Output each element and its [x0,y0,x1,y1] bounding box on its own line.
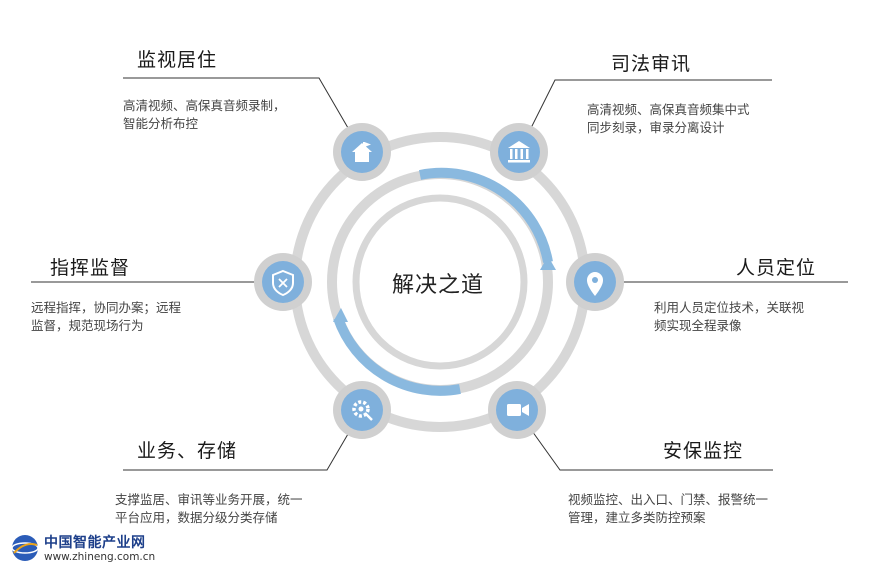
shield-icon [272,269,294,297]
desc-command: 远程指挥，协同办案；远程 监督，规范现场行为 [31,299,181,335]
node-judicial[interactable] [490,123,548,181]
gear-wrench-icon [352,400,373,421]
title-command: 指挥监督 [50,257,131,279]
node-security[interactable] [488,381,546,439]
house-flag-icon [352,142,372,162]
site-logo[interactable]: 中国智能产业网 www.zhineng.com.cn [10,530,170,568]
title-surveillance: 监视居住 [137,49,218,71]
desc-line: 管理，建立多类防控预案 [568,510,706,525]
arc-arrowhead-right [540,256,556,270]
title-security: 安保监控 [663,440,744,462]
desc-positioning: 利用人员定位技术，关联视 频实现全程录像 [654,299,804,335]
courthouse-icon [508,141,530,163]
desc-line: 高清视频、高保真音频集中式 [587,102,750,117]
title-storage: 业务、存储 [137,440,238,462]
desc-line: 监督，规范现场行为 [31,318,144,333]
node-positioning[interactable] [566,253,624,311]
node-storage[interactable] [333,381,391,439]
desc-security: 视频监控、出入口、门禁、报警统一 管理，建立多类防控预案 [568,491,768,527]
desc-line: 同步刻录，审录分离设计 [587,120,725,135]
arc-arrowhead-left [333,308,348,322]
desc-line: 高清视频、高保真音频录制， [123,98,286,113]
inner-ring [352,194,528,370]
desc-storage: 支撑监居、审讯等业务开展，统一 平台应用，数据分级分类存储 [115,491,303,527]
node-command[interactable] [254,253,312,311]
title-positioning: 人员定位 [736,257,817,279]
desc-line: 平台应用，数据分级分类存储 [115,510,278,525]
node-surveillance[interactable] [333,123,391,181]
desc-line: 远程指挥，协同办案；远程 [31,300,182,315]
desc-judicial: 高清视频、高保真音频集中式 同步刻录，审录分离设计 [587,101,750,137]
desc-line: 支撑监居、审讯等业务开展，统一 [115,492,303,507]
video-camera-icon [507,404,529,416]
center-label: 解决之道 [392,273,485,298]
title-judicial: 司法审讯 [611,53,692,75]
desc-line: 利用人员定位技术，关联视 [654,300,805,315]
logo-url: www.zhineng.com.cn [44,551,156,563]
arc-top-right [419,167,553,263]
arc-bottom-left [333,316,461,396]
desc-line: 智能分析布控 [123,116,199,131]
desc-line: 视频监控、出入口、门禁、报警统一 [568,492,769,507]
desc-surveillance: 高清视频、高保真音频录制， 智能分析布控 [123,97,286,133]
desc-line: 频实现全程录像 [654,318,742,333]
globe-icon [11,535,39,561]
location-pin-icon [587,272,603,296]
logo-name: 中国智能产业网 [44,535,146,551]
